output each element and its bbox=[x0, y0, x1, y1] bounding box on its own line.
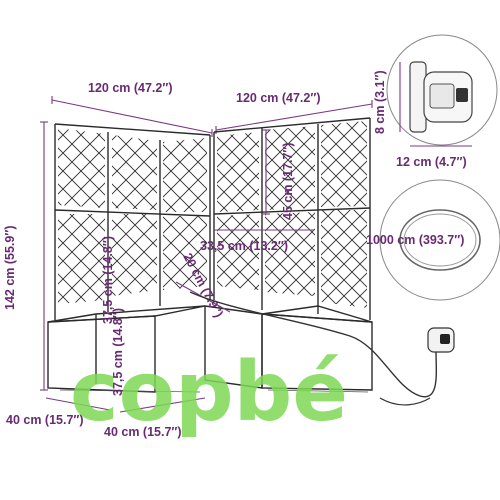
label-top-left-width: 120 cm (47.2″) bbox=[88, 81, 173, 95]
label-box-height-a: 37,5 cm (14.8″) bbox=[101, 236, 115, 324]
irrigation-tubing bbox=[189, 291, 455, 406]
label-timer-width: 12 cm (4.7″) bbox=[396, 155, 467, 169]
dimension-panel-height: 45 cm (17.7″) bbox=[262, 129, 295, 220]
left-trellis bbox=[54, 123, 211, 320]
label-panel-height: 45 cm (17.7″) bbox=[281, 142, 295, 220]
label-top-right-width: 120 cm (47.2″) bbox=[236, 91, 321, 105]
label-bottom-left-depth: 40 cm (15.7″) bbox=[6, 413, 84, 427]
label-timer-height: 8 cm (3.1″) bbox=[373, 70, 387, 134]
hose-inset: 1000 cm (393.7″) bbox=[366, 179, 500, 301]
dimension-bottom-left: 40 cm (15.7″) bbox=[6, 397, 111, 427]
label-height: 142 cm (55.9″) bbox=[3, 225, 17, 310]
dimension-box-height-a: 37,5 cm (14.8″) bbox=[101, 236, 115, 324]
dimension-bottom-right: 40 cm (15.7″) bbox=[104, 397, 206, 439]
label-inner-width: 33,5 cm (13.2″) bbox=[200, 239, 288, 253]
label-hose-length: 1000 cm (393.7″) bbox=[366, 233, 464, 247]
label-box-height-b: 37,5 cm (14.8″) bbox=[111, 308, 125, 396]
planter-boxes bbox=[47, 305, 373, 393]
right-trellis bbox=[213, 117, 371, 320]
watermark-text: copbé bbox=[70, 345, 348, 440]
dimension-top-left: 120 cm (47.2″) bbox=[51, 81, 213, 137]
label-bottom-right-depth: 40 cm (15.7″) bbox=[104, 425, 182, 439]
dimension-inner-width: 33,5 cm (13.2″) bbox=[200, 229, 314, 253]
dimension-box-height-b: 37,5 cm (14.8″) bbox=[111, 308, 125, 396]
dimension-top-right: 120 cm (47.2″) bbox=[215, 91, 373, 134]
dimension-height: 142 cm (55.9″) bbox=[3, 121, 48, 391]
timer-inset: 8 cm (3.1″) 12 cm (4.7″) bbox=[373, 34, 498, 169]
